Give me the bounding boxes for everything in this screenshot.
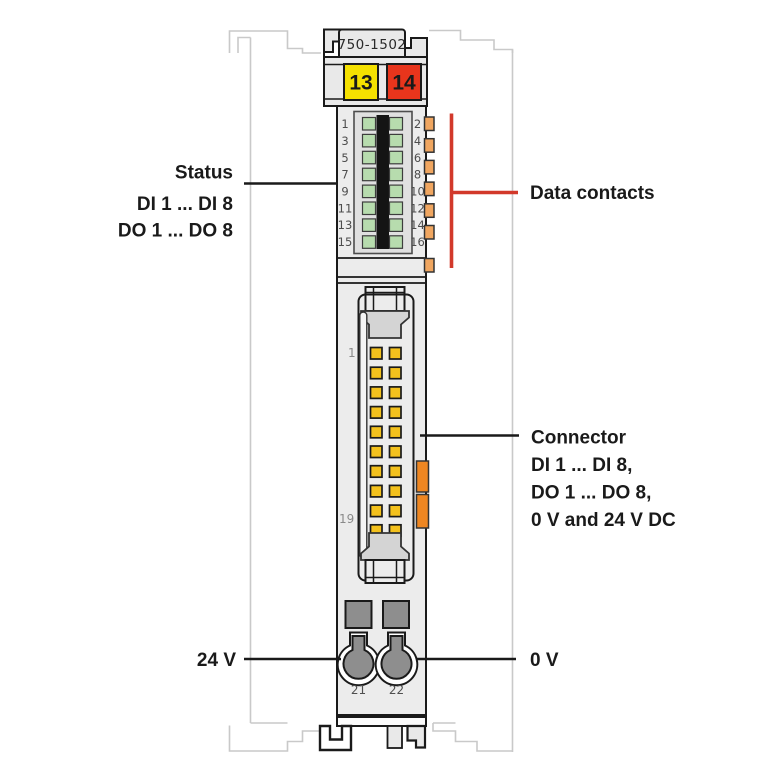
svg-text:4: 4 [414,134,421,148]
terminal-block-13 [343,63,379,101]
svg-text:8: 8 [414,168,421,182]
connector-label-block: Connector DI 1 ... DI 8, DO 1 ... DO 8, … [531,428,676,532]
svg-text:5: 5 [341,151,348,165]
label-connector-di: DI 1 ... DI 8, [531,455,632,476]
label-status-title: Status [175,163,233,184]
ghost-module-right-outline [429,29,514,752]
connector-key-top [360,310,410,339]
connector-key-bottom [360,532,410,561]
wire-clamp-22 [374,631,419,687]
svg-text:10: 10 [410,185,425,199]
label-0v: 0 V [530,650,559,671]
body-section-lines [337,257,426,284]
pin-label-19: 19 [339,512,354,526]
connector-plug-top-lines [365,287,405,311]
part-number: 750-1502 [338,37,407,53]
clamp-label-21: 21 [351,683,366,697]
bottom-tab-right [406,724,427,749]
svg-text:9: 9 [341,185,348,199]
push-buttons [344,600,410,629]
clamp-label-22: 22 [389,683,404,697]
mounting-hook-left [323,28,343,57]
push-button-21 [344,600,373,629]
svg-text:13: 13 [338,218,353,232]
led-numbers-left: 1 3 5 7 9 11 13 15 [338,117,353,249]
led-strip [376,115,389,249]
led-numbers-right: 2 4 6 8 10 12 14 16 [410,117,425,249]
connector-plug-bottom-lines [365,560,405,583]
pointer-line-data-contacts [449,113,518,268]
led-indicators [361,116,404,249]
data-contacts [423,116,435,273]
release-latch [415,460,430,529]
svg-text:1: 1 [341,117,348,131]
svg-text:14: 14 [410,218,425,232]
terminal-14-label: 14 [392,72,416,95]
svg-text:15: 15 [338,235,353,249]
connector: 1 19 [339,286,415,584]
connector-pins [369,346,402,538]
clamp-21-inner [342,635,375,680]
label-24v: 24 V [197,650,236,671]
terminal-13-label: 13 [349,72,372,95]
clamp-22-inner [380,635,413,680]
label-connector-title: Connector [531,428,627,449]
label-connector-do: DO 1 ... DO 8, [531,483,651,504]
bottom-tab-mid [386,725,403,749]
connector-slot [359,311,368,559]
ghost-module-left-outline [228,30,321,752]
svg-text:12: 12 [410,202,425,216]
label-status-di: DI 1 ... DI 8 [137,194,233,215]
status-label-block: Status DI 1 ... DI 8 DO 1 ... DO 8 [118,163,233,242]
svg-text:2: 2 [414,117,421,131]
svg-text:16: 16 [410,235,425,249]
connector-plug-top [364,286,406,312]
pin-label-1: 1 [348,346,356,360]
label-connector-supply: 0 V and 24 V DC [531,510,676,531]
terminal-block-14 [386,63,422,101]
led-display: 1 3 5 7 9 11 13 15 2 4 6 8 10 12 14 16 [338,110,425,255]
mounting-hook-right [404,37,428,58]
wire-clamp-21 [336,631,381,687]
svg-text:7: 7 [341,168,348,182]
svg-text:11: 11 [338,202,353,216]
connector-plug-bottom [364,559,406,584]
label-status-do: DO 1 ... DO 8 [118,221,233,242]
bottom-strip [336,716,427,727]
bottom-hook-left [318,724,353,752]
label-data-contacts: Data contacts [530,183,655,204]
push-button-22 [382,600,410,629]
svg-text:6: 6 [414,151,421,165]
svg-text:3: 3 [341,134,348,148]
